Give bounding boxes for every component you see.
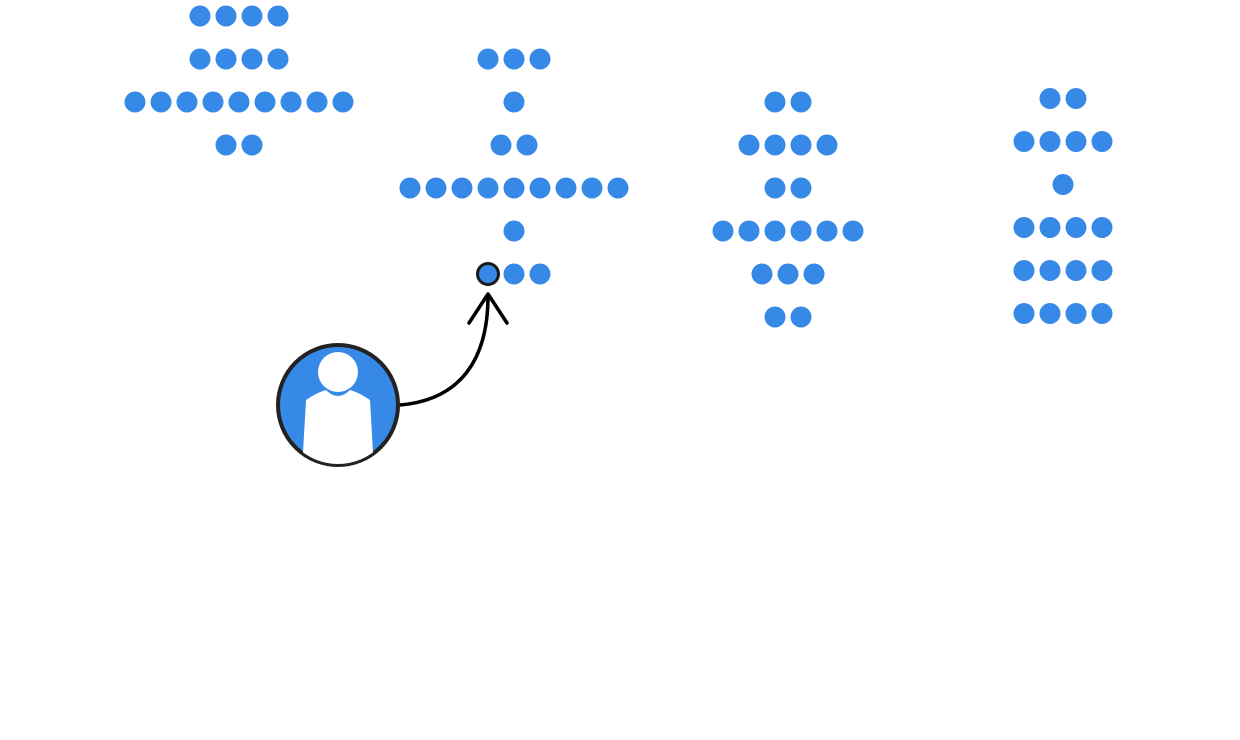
dot (1091, 303, 1113, 324)
dot (1013, 303, 1035, 324)
dot (215, 5, 237, 27)
dot (503, 220, 525, 242)
dot (764, 91, 786, 113)
dot (1065, 260, 1087, 281)
dot (1013, 131, 1035, 152)
dot (790, 306, 812, 328)
dot (751, 263, 773, 285)
dot (124, 91, 146, 113)
dot (503, 263, 525, 285)
dot (241, 48, 263, 70)
dot (816, 220, 838, 242)
dot (241, 5, 263, 27)
dot (267, 48, 289, 70)
dot (503, 48, 525, 70)
highlighted-dot (476, 262, 500, 286)
dot (738, 220, 760, 242)
dot (202, 91, 224, 113)
dot-group-1 (124, 5, 354, 156)
dot (790, 91, 812, 113)
dot (764, 220, 786, 242)
dot (816, 134, 838, 156)
dot (215, 134, 237, 156)
dot (764, 134, 786, 156)
dot (1091, 260, 1113, 281)
dot (399, 177, 421, 199)
dot (1065, 217, 1087, 238)
dot (1039, 131, 1061, 152)
dot (332, 91, 354, 113)
connector-arrow (398, 294, 490, 407)
dot (241, 134, 263, 156)
dot (555, 177, 577, 199)
dot (529, 177, 551, 199)
dot (150, 91, 172, 113)
dot (581, 177, 603, 199)
arrow-head-icon (467, 292, 509, 325)
dot (189, 48, 211, 70)
dot (1065, 303, 1087, 324)
dot (764, 177, 786, 199)
dot (529, 263, 551, 285)
dot (1091, 217, 1113, 238)
dot-groups (124, 5, 1113, 328)
dot (228, 91, 250, 113)
dot (189, 5, 211, 27)
dot (215, 48, 237, 70)
dot (1091, 131, 1113, 152)
dot (477, 48, 499, 70)
dot (790, 177, 812, 199)
dot-group-4 (1013, 88, 1113, 324)
dot (1065, 131, 1087, 152)
dot (1039, 303, 1061, 324)
dot (306, 91, 328, 113)
dot (490, 134, 512, 156)
dot (1039, 217, 1061, 238)
dot (254, 91, 276, 113)
dot (790, 134, 812, 156)
dot (803, 263, 825, 285)
dot (451, 177, 473, 199)
dot (607, 177, 629, 199)
dot (1013, 217, 1035, 238)
dot (712, 220, 734, 242)
dot (503, 91, 525, 113)
dot (425, 177, 447, 199)
dot (176, 91, 198, 113)
dot (1052, 174, 1074, 195)
dot (477, 177, 499, 199)
dot-group-2 (399, 48, 629, 286)
dot (529, 48, 551, 70)
dot (1039, 88, 1061, 109)
dot (790, 220, 812, 242)
user-avatar-icon (276, 343, 400, 467)
dot (738, 134, 760, 156)
dot (1013, 260, 1035, 281)
dot-group-3 (712, 91, 864, 328)
dot (1065, 88, 1087, 109)
dot (267, 5, 289, 27)
dot (280, 91, 302, 113)
dot (516, 134, 538, 156)
dot (842, 220, 864, 242)
dot (1039, 260, 1061, 281)
dot (503, 177, 525, 199)
dot (777, 263, 799, 285)
dot (764, 306, 786, 328)
